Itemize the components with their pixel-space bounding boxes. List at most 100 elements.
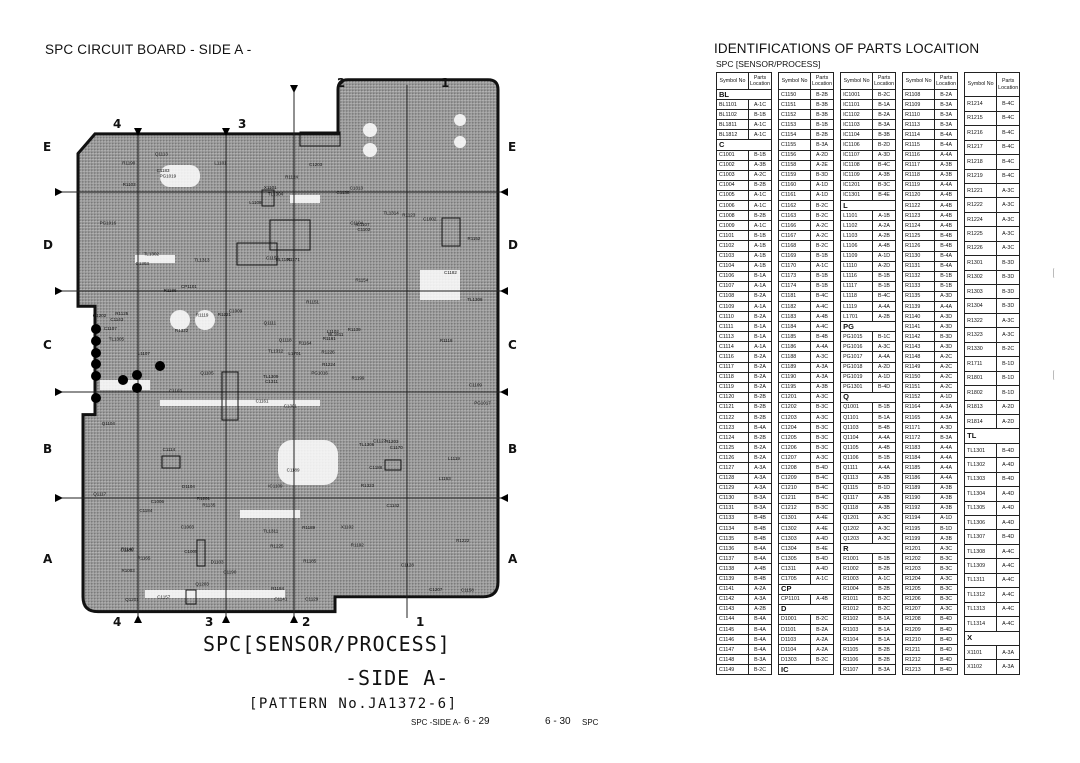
parts-location: B-2A bbox=[747, 452, 773, 464]
symbol-no: C1311 bbox=[778, 563, 812, 575]
symbol-no: R1224 bbox=[964, 211, 998, 228]
symbol-no: IC1107 bbox=[840, 149, 874, 161]
parts-location: B-1A bbox=[872, 623, 897, 636]
symbol-no: C1138 bbox=[716, 563, 749, 575]
parts-location: A-4C bbox=[996, 572, 1021, 589]
component-label: R1103 bbox=[123, 182, 136, 187]
parts-location: B-2B bbox=[872, 644, 897, 656]
pattern-side: -SIDE A- bbox=[345, 666, 450, 690]
component-label: C1188 bbox=[369, 465, 382, 470]
component-label: Q1105 bbox=[200, 371, 214, 376]
component-label: C1107 bbox=[104, 326, 117, 331]
parts-location: A-4D bbox=[810, 533, 835, 545]
parts-location: B-3C bbox=[934, 583, 959, 595]
symbol-no: TL1305 bbox=[964, 500, 998, 517]
symbol-no: C1185 bbox=[778, 331, 812, 343]
component-label: TL1312 bbox=[268, 349, 284, 354]
parts-location: A-1C bbox=[747, 200, 773, 212]
symbol-no: C1116 bbox=[716, 351, 749, 363]
parts-location: B-4C bbox=[996, 110, 1021, 127]
parts-location: B-4A bbox=[747, 644, 773, 656]
component-labels: C1301C1303C1311R1140R1161R1135C1313R1171… bbox=[93, 151, 491, 601]
component-label: R1192 bbox=[351, 542, 364, 547]
parts-location: B-2C bbox=[810, 210, 835, 222]
symbol-no: Q1113 bbox=[840, 472, 874, 484]
component-label: C1158 bbox=[461, 587, 474, 592]
parts-location: B-4C bbox=[810, 492, 835, 504]
parts-location: B-4C bbox=[872, 159, 897, 171]
parts-location: B-3C bbox=[934, 553, 959, 565]
component-label: Q1118 bbox=[279, 338, 292, 343]
component-label: C1009 bbox=[229, 309, 243, 314]
identifications-title: IDENTIFICATIONS OF PARTS LOCAITION bbox=[714, 41, 980, 56]
parts-location: A-3C bbox=[872, 341, 897, 353]
component-label: C1189 bbox=[287, 467, 300, 472]
symbol-no: C1107 bbox=[716, 280, 749, 292]
component-label: R1139 bbox=[348, 327, 361, 332]
component-label: X1101 bbox=[264, 185, 277, 190]
component-label: PG1019 bbox=[160, 174, 177, 179]
symbol-no: X1102 bbox=[964, 659, 998, 676]
symbol-no: R1172 bbox=[902, 432, 936, 444]
parts-location: A-3C bbox=[996, 197, 1021, 213]
header-symbol-no: Symbol No bbox=[840, 72, 874, 90]
symbol-no: C1211 bbox=[778, 492, 812, 504]
symbol-no: C1152 bbox=[778, 109, 812, 121]
parts-location: B-4A bbox=[934, 250, 959, 262]
parts-location: A-4C bbox=[810, 300, 835, 313]
parts-location: B-3A bbox=[934, 99, 959, 111]
component-label: C1184 bbox=[139, 508, 152, 513]
parts-location: A-1D bbox=[810, 189, 835, 202]
component-label: C1130 bbox=[337, 190, 350, 195]
col-label-4-top: 4 bbox=[113, 117, 122, 131]
parts-location: B-1B bbox=[872, 280, 897, 292]
test-points bbox=[91, 324, 165, 403]
parts-location: B-4D bbox=[934, 623, 959, 636]
parts-location: A-2C bbox=[934, 351, 959, 363]
parts-location: A-3B bbox=[934, 482, 959, 494]
parts-location: B-1D bbox=[996, 385, 1021, 401]
parts-location: A-1C bbox=[747, 119, 773, 131]
parts-location: A-3A bbox=[747, 593, 773, 605]
component-label: C1102 bbox=[357, 227, 370, 232]
component-label: D1103 bbox=[211, 560, 224, 565]
parts-location: A-2B bbox=[872, 311, 897, 323]
parts-location: B-3A bbox=[934, 119, 959, 131]
symbol-no: R1151 bbox=[902, 381, 936, 393]
parts-location: B-2C bbox=[872, 593, 897, 605]
parts-location: B-4D bbox=[996, 529, 1021, 545]
symbol-no: C1150 bbox=[778, 88, 812, 101]
component-label: C1182 bbox=[444, 270, 457, 275]
symbol-no: C1122 bbox=[716, 411, 749, 424]
component-label: TL1308 bbox=[467, 297, 483, 302]
col-label-2-bottom: 2 bbox=[302, 615, 311, 629]
symbol-no: R1222 bbox=[964, 197, 998, 213]
parts-location: B-1C bbox=[872, 331, 897, 343]
symbol-no: C1169 bbox=[778, 250, 812, 262]
